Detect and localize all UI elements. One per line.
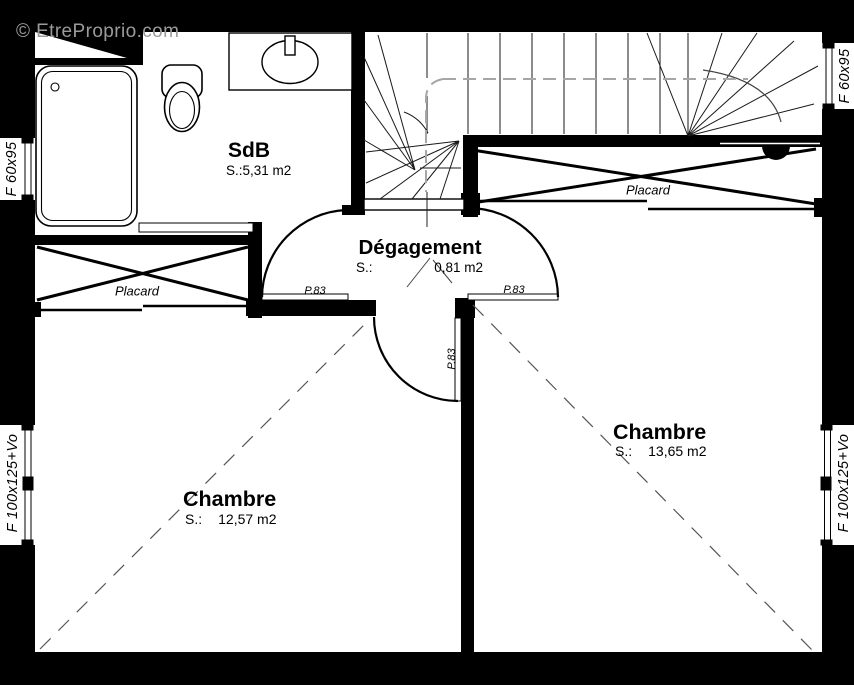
window-label-chambre-right: F 100x125+Vo [836, 433, 852, 533]
area-leader-lines [406, 257, 453, 288]
door-arc-right [467, 206, 560, 298]
closet-left [36, 245, 249, 312]
door-arc-bottom [372, 316, 459, 403]
room-area-sdb: S.:5,31 m2 [226, 163, 292, 178]
door-arc-left [260, 208, 347, 298]
closet-label-right: Placard [625, 182, 671, 198]
door-label-left: P.83 [304, 285, 326, 297]
window-chambre-right [820, 424, 833, 546]
window-stairs-right [822, 42, 835, 110]
stair-walk-line [425, 78, 748, 192]
window-chambre-left [21, 424, 34, 546]
window-label-chambre-left: F 100x125+Vo [5, 433, 21, 533]
sink-vanity [228, 32, 353, 91]
wall-slope-notch [35, 32, 127, 58]
partition-line [138, 222, 254, 233]
window-label-stairs-right: F 60x95 [837, 48, 853, 104]
room-label-sdb: SdB [228, 139, 270, 162]
interior-walls [35, 32, 822, 652]
stair-entry-step [363, 198, 465, 211]
dashed-diagonal-right [472, 304, 813, 651]
area-value: 13,65 m2 [648, 443, 707, 459]
room-label-chambre-left: Chambre [183, 487, 277, 511]
area-s-label: S.: [356, 260, 373, 275]
room-area-chambre-right: S.: 13,65 m2 [615, 443, 707, 459]
area-value: 12,57 m2 [218, 511, 277, 527]
closet-label-left: Placard [114, 283, 160, 299]
ceiling-slope-dashes [39, 304, 813, 651]
toilet [161, 64, 203, 133]
watermark: © EtreProprio.com [16, 21, 180, 42]
window-label-bath-left: F 60x95 [4, 141, 20, 197]
area-s-label: S.: [615, 443, 633, 459]
area-s-label: S.: [185, 511, 203, 527]
room-area-degagement: S.: 0,81 m2 [356, 260, 483, 275]
window-bath-left [21, 137, 34, 201]
dashed-diagonal-left [39, 317, 372, 650]
doors [260, 206, 560, 403]
room-area-chambre-left: S.: 12,57 m2 [185, 511, 277, 527]
room-label-degagement: Dégagement [358, 236, 482, 259]
staircase [363, 32, 819, 200]
door-label-right: P.83 [503, 284, 525, 296]
door-label-bottom: P.83 [446, 348, 458, 370]
room-label-chambre-right: Chambre [613, 420, 707, 444]
sink-faucet [284, 35, 296, 56]
closet-right [465, 147, 817, 211]
bathtub-drain [50, 82, 60, 92]
area-value: 0,81 m2 [434, 260, 483, 275]
bathtub [35, 65, 138, 227]
